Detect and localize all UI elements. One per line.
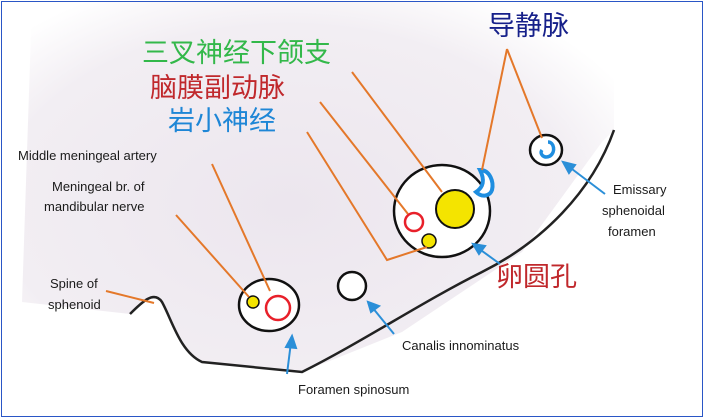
label-spine-2: sphenoid xyxy=(48,297,101,312)
leader-middle-meningeal xyxy=(211,163,271,292)
leader-lines xyxy=(105,48,543,304)
leader-accessory-artery xyxy=(319,101,409,215)
leader-emissary-foramen xyxy=(506,48,543,139)
label-canalis-innominatus: Canalis innominatus xyxy=(402,338,520,353)
leader-petrosal-nerve xyxy=(306,131,428,262)
label-meningeal-br-2: mandibular nerve xyxy=(44,199,144,214)
pointer-arrows xyxy=(284,160,606,375)
leader-emissary-vein xyxy=(481,48,508,171)
emissary-foramen-vein xyxy=(539,140,556,159)
emissary-vein-arc xyxy=(472,167,495,198)
label-foramen-spinosum: Foramen spinosum xyxy=(298,382,409,397)
label-spine-1: Spine of xyxy=(50,276,98,291)
accessory-meningeal-artery-circle xyxy=(403,211,425,233)
bone-edge xyxy=(129,129,616,374)
label-emissary-1: Emissary xyxy=(613,182,667,197)
emissary-sphenoidal-foramen xyxy=(528,133,564,167)
label-emissary-2: sphenoidal xyxy=(602,203,665,218)
middle-meningeal-artery-circle xyxy=(264,294,292,322)
leader-spine xyxy=(105,290,155,304)
label-daojingmai: 导静脉 xyxy=(488,11,569,42)
label-yanxiao: 岩小神经 xyxy=(168,106,276,137)
label-luanyuan: 卵圆孔 xyxy=(496,262,577,293)
lesser-petrosal-nerve-circle xyxy=(421,233,437,249)
label-middle-meningeal-artery: Middle meningeal artery xyxy=(18,148,157,163)
mandibular-nerve-circle xyxy=(435,189,475,229)
label-meningeal-br-1: Meningeal br. of xyxy=(52,179,145,194)
label-emissary-3: foramen xyxy=(608,224,656,239)
canalis-innominatus-hole xyxy=(336,270,368,302)
label-naomo: 脑膜副动脉 xyxy=(150,73,285,104)
label-sancha: 三叉神经下颌支 xyxy=(142,38,331,69)
meningeal-branch-circle xyxy=(246,295,260,309)
leader-mandibular-nerve xyxy=(351,71,443,193)
leader-meningeal-branch xyxy=(175,214,250,298)
